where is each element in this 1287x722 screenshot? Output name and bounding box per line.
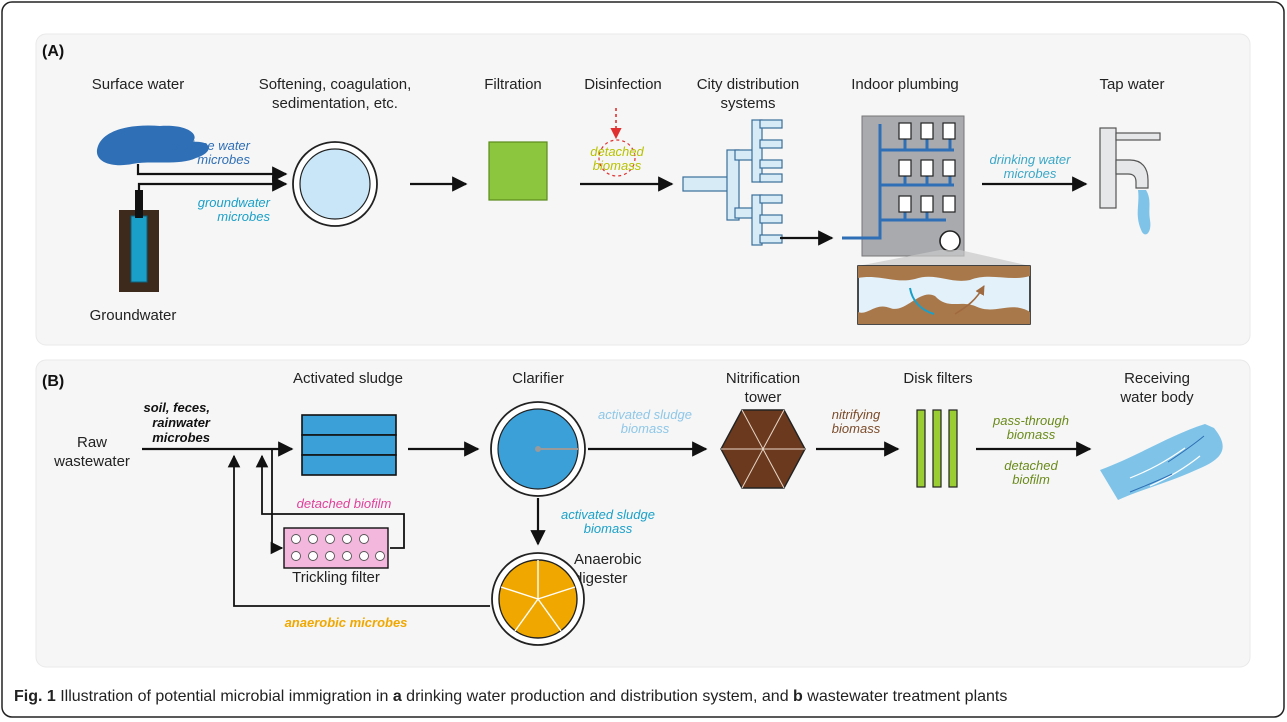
softening-title-line2: sedimentation, etc. — [272, 95, 398, 112]
trickling-filter-title: Trickling filter — [292, 569, 380, 586]
clarifier-title: Clarifier — [512, 370, 564, 387]
surface-microbes-label-line2: microbes — [197, 152, 250, 167]
as-biomass-down-label-line1: activated sludge — [561, 507, 655, 522]
anaerobic-microbes-label: anaerobic microbes — [285, 615, 408, 630]
caption-b: b — [793, 688, 803, 705]
city-distribution-tree — [682, 119, 783, 246]
soil-microbes-label-line3: microbes — [152, 430, 210, 445]
pipe-cross-section — [857, 265, 1031, 325]
nitrification-title-line1: Nitrification — [726, 370, 800, 387]
detached-biofilm-green-label-line1: detached — [1004, 458, 1058, 473]
panel-a: (A) Surface water Softening, coagulation… — [35, 33, 1251, 346]
disk-filters — [916, 409, 958, 488]
activated-sludge-title: Activated sludge — [293, 370, 403, 387]
groundwater-microbes-label-line1: groundwater — [198, 195, 271, 210]
raw-wastewater-title-line1: Raw — [77, 434, 107, 451]
groundwater-well — [119, 190, 159, 292]
caption-text-1: Illustration of potential microbial immi… — [55, 688, 393, 705]
detached-biomass-label-line2: biomass — [593, 158, 642, 173]
drinking-microbes-label-line2: microbes — [1004, 166, 1057, 181]
soil-microbes-label-line2: rainwater — [152, 415, 211, 430]
to-trickling-arrow — [270, 449, 284, 555]
indoor-building — [842, 115, 965, 257]
pass-through-label-line1: pass-through — [992, 413, 1069, 428]
detached-biofilm-green-label-line2: biofilm — [1012, 472, 1050, 487]
filtration-box — [488, 141, 548, 201]
trickling-return-arrow — [255, 454, 405, 549]
city-distribution-title-line2: systems — [720, 95, 775, 112]
tap-water-title: Tap water — [1099, 76, 1164, 93]
drinking-microbes-label-line1: drinking water — [990, 152, 1072, 167]
surface-microbes-label-line1: surface water — [172, 138, 251, 153]
softening-tank-inner — [299, 148, 371, 220]
soil-microbes-label-line1: soil, feces, — [144, 400, 210, 415]
pass-through-label-line2: biomass — [1007, 427, 1056, 442]
surface-water-title: Surface water — [92, 76, 185, 93]
zoom-wedge — [858, 250, 1030, 266]
ground-intake-arrow — [137, 176, 288, 192]
caption-text-2: drinking water production and distributi… — [401, 688, 794, 705]
receiving-water-title-line2: water body — [1119, 389, 1194, 406]
as-biomass-label-line1: activated sludge — [598, 407, 692, 422]
anaerobic-digester — [491, 552, 585, 646]
nitrification-tower — [720, 409, 806, 489]
groundwater-title: Groundwater — [90, 307, 177, 324]
caption-text-3: wastewater treatment plants — [802, 688, 1008, 705]
disinfection-title: Disinfection — [584, 76, 662, 93]
surface-intake-arrow — [136, 164, 288, 182]
caption-prefix: Fig. 1 — [14, 688, 56, 705]
tap-faucet-icon — [1099, 127, 1161, 235]
panel-b-tag: (B) — [42, 373, 64, 390]
figure-caption: Fig. 1 Illustration of potential microbi… — [14, 688, 1279, 706]
receiving-water-river — [1100, 424, 1223, 500]
filtration-title: Filtration — [484, 76, 542, 93]
surface-water-blob — [96, 125, 209, 166]
softening-title-line1: Softening, coagulation, — [259, 76, 412, 93]
panel-a-tag: (A) — [42, 43, 64, 60]
trickling-filter-box — [283, 527, 389, 569]
caption-a: a — [392, 688, 402, 705]
as-biomass-down-label-line2: biomass — [584, 521, 633, 536]
raw-wastewater-title-line2: wastewater — [53, 453, 130, 470]
detached-biofilm-pink-label: detached biofilm — [297, 496, 392, 511]
nitrifying-biomass-label-line1: nitrifying — [832, 407, 881, 422]
detached-biomass-label-line1: detached — [590, 144, 644, 159]
indoor-plumbing-title: Indoor plumbing — [851, 76, 959, 93]
panel-b: (B) Activated sludge Clarifier Nitrifica… — [35, 359, 1251, 668]
groundwater-microbes-label-line2: microbes — [217, 209, 270, 224]
as-biomass-label-line2: biomass — [621, 421, 670, 436]
city-distribution-title-line1: City distribution — [697, 76, 800, 93]
digester-return-arrow — [227, 454, 490, 607]
activated-sludge-tank — [301, 414, 397, 476]
disinfection-dashed-circle — [598, 139, 636, 177]
nitrifying-biomass-label-line2: biomass — [832, 421, 881, 436]
anaerobic-digester-title-line2: digester — [574, 570, 627, 587]
anaerobic-digester-title-line1: Anaerobic — [574, 551, 642, 568]
disk-filters-title: Disk filters — [903, 370, 972, 387]
receiving-water-title-line1: Receiving — [1124, 370, 1190, 387]
nitrification-title-line2: tower — [745, 389, 782, 406]
clarifier-tank — [490, 401, 586, 497]
